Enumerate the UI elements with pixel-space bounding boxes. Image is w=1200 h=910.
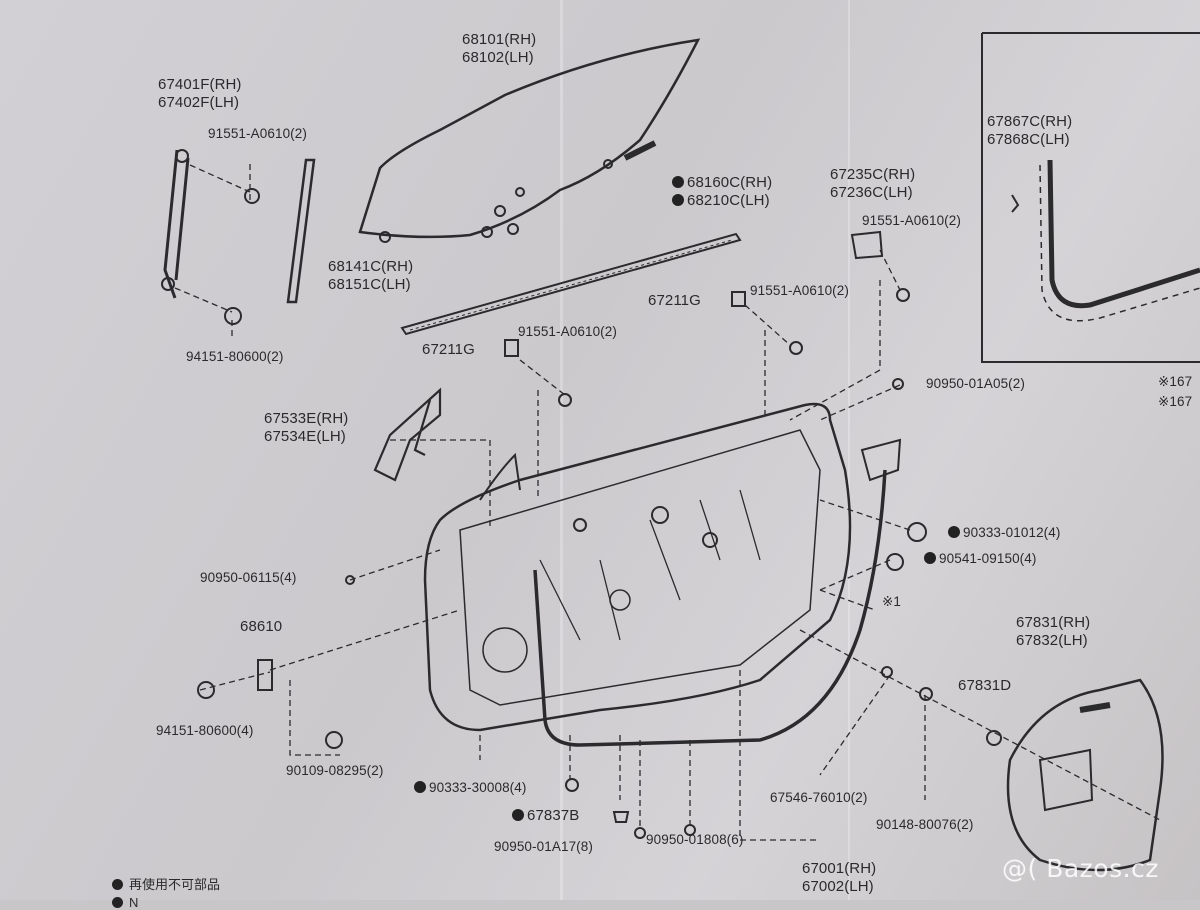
label-90950-a: 90950-01A05(2): [926, 376, 1025, 391]
part-number: 67236C(LH): [830, 184, 913, 201]
rear-channel: [163, 149, 190, 299]
label-68101: 68101(RH) 68102(LH): [462, 31, 536, 67]
label-90950-d: 90950-01808(6): [646, 832, 744, 847]
label-68610: 68610: [240, 618, 283, 635]
label-90950-c: 90950-01A17(8): [494, 839, 593, 854]
part-number: 90541-09150(4): [939, 551, 1037, 566]
paper-fold: [560, 0, 563, 900]
inset-frame: [981, 32, 1200, 363]
legend-non-reusable: 再使用不可部品: [129, 877, 221, 892]
label-68160: 68160C(RH) 68210C(LH): [672, 174, 772, 210]
part-number: 67401F(RH): [158, 76, 242, 93]
label-91551-b: 91551-A0610(2): [862, 213, 961, 228]
weatherstrip-67867: [1047, 159, 1200, 309]
part-number: 68102(LH): [462, 49, 534, 66]
label-90950-b: 90950-06115(4): [200, 570, 297, 585]
label-67837: 67837B: [512, 807, 579, 825]
part-number: 68151C(LH): [328, 276, 411, 293]
label-67211-b: 67211G: [422, 341, 475, 358]
label-68141: 68141C(RH) 68151C(LH): [328, 258, 413, 294]
part-number: 90333-01012(4): [963, 525, 1061, 540]
label-94151-a: 94151-80600(2): [186, 349, 284, 364]
non-reusable-marker: [512, 809, 524, 821]
part-number: 67533E(RH): [264, 410, 349, 427]
label-67546: 67546-76010(2): [770, 790, 868, 805]
part-number: 67002(LH): [802, 878, 874, 895]
door-weatherstrip: [533, 469, 887, 747]
label-90333-b: 90333-30008(4): [414, 780, 526, 796]
part-number: 67832(LH): [1016, 632, 1088, 649]
label-ref-1: ※167: [1158, 374, 1193, 389]
label-67401: 67401F(RH) 67402F(LH): [158, 76, 242, 112]
label-67831d: 67831D: [958, 677, 1012, 694]
part-number: 68101(RH): [462, 31, 537, 48]
label-91551-c: 91551-A0610(2): [750, 283, 849, 298]
label-90541: 90541-09150(4): [924, 551, 1036, 567]
label-90148: 90148-80076(2): [876, 817, 974, 832]
label-94151-b: 94151-80600(4): [156, 723, 254, 738]
non-reusable-marker: [112, 897, 123, 908]
label-67867: 67867C(RH) 67868C(LH): [987, 113, 1072, 149]
non-reusable-marker: [672, 176, 684, 188]
paper-fold: [848, 0, 850, 900]
window-glass: [358, 38, 701, 239]
part-number: 67235C(RH): [830, 166, 916, 183]
corner-piece: [373, 387, 442, 482]
part-number: 68141C(RH): [328, 258, 414, 275]
part-number: 90333-30008(4): [429, 780, 527, 795]
watermark: @( Bazos.cz: [1002, 854, 1159, 883]
part-number: 67867C(RH): [987, 113, 1073, 130]
non-reusable-marker: [672, 194, 684, 206]
non-reusable-marker: [924, 552, 936, 564]
part-number: 67837B: [527, 807, 580, 824]
non-reusable-marker: [948, 526, 960, 538]
legend: 再使用不可部品 N: [112, 874, 220, 910]
label-67211-a: 67211G: [648, 292, 701, 309]
front-channel: [286, 158, 316, 304]
label-91551-d: 91551-A0610(2): [518, 324, 617, 339]
part-number: 68160C(RH): [687, 174, 773, 191]
label-note-1: ※1: [882, 594, 902, 609]
part-number: 67831(RH): [1016, 614, 1091, 631]
label-91551-a: 91551-A0610(2): [208, 126, 307, 141]
label-67001: 67001(RH) 67002(LH): [802, 860, 876, 896]
part-number: 67402F(LH): [158, 94, 240, 111]
non-reusable-marker: [414, 781, 426, 793]
part-number: 67868C(LH): [987, 131, 1070, 148]
legend-line-2: N: [129, 895, 139, 910]
part-number: 67534E(LH): [264, 428, 346, 445]
non-reusable-marker: [112, 879, 123, 890]
service-hole-cover: [1006, 678, 1164, 872]
label-90333-a: 90333-01012(4): [948, 525, 1060, 541]
door-shell: [423, 402, 852, 732]
part-number: 67001(RH): [802, 860, 877, 877]
beltline-strip: [400, 232, 742, 336]
label-67533: 67533E(RH) 67534E(LH): [264, 410, 348, 446]
label-90109: 90109-08295(2): [286, 763, 384, 778]
label-ref-2: ※167: [1158, 394, 1193, 409]
label-67831: 67831(RH) 67832(LH): [1016, 614, 1090, 650]
part-number: 68210C(LH): [687, 192, 770, 209]
label-67235: 67235C(RH) 67236C(LH): [830, 166, 915, 202]
